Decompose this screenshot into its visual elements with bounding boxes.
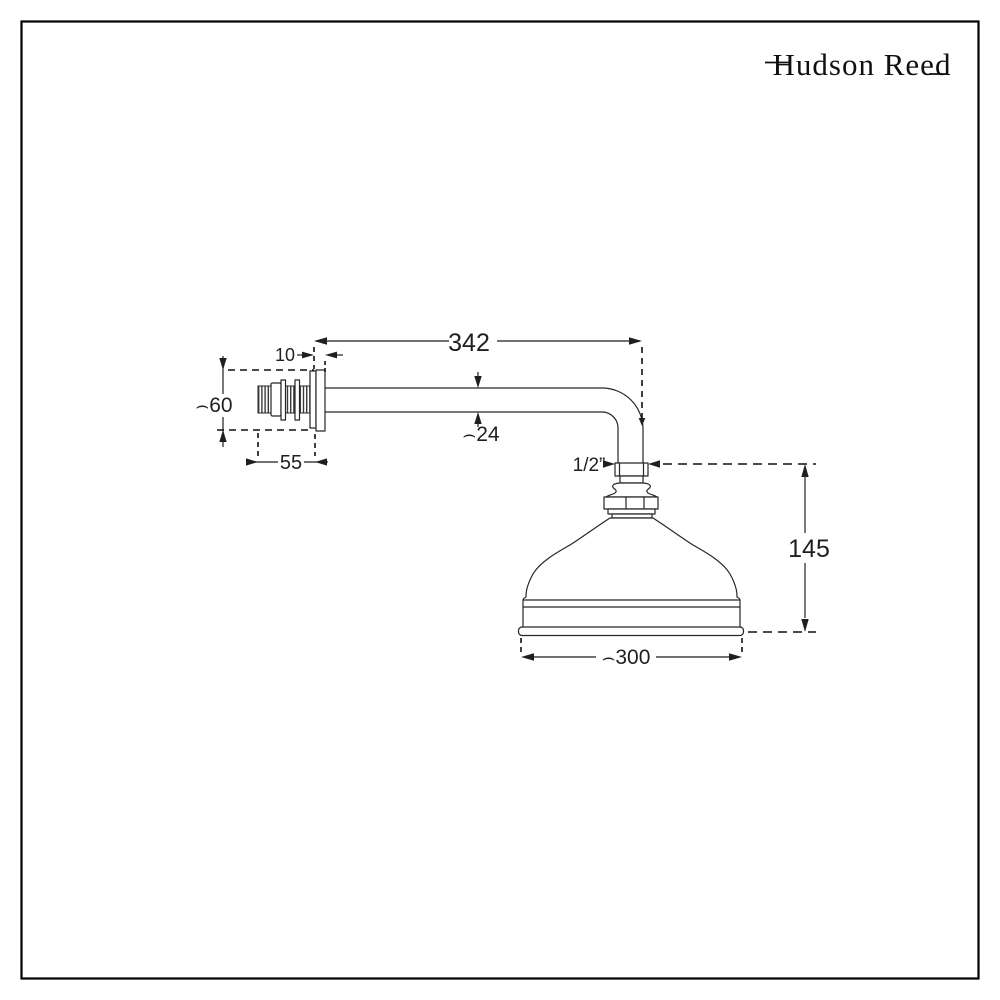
- arrow-left-icon: [315, 458, 327, 466]
- dim-head-diameter-label: ⌢300: [602, 646, 651, 669]
- dimension-head-height: 145: [748, 464, 830, 633]
- dimension-plate-thickness: 10: [275, 345, 343, 372]
- dimension-thread-size: 1/2”: [573, 455, 816, 476]
- arrow-up-icon: [474, 412, 482, 424]
- arrow-right-icon: [246, 458, 258, 466]
- connector-neck: [619, 475, 644, 484]
- washer-outer: [294, 379, 301, 421]
- page-border: [20, 20, 980, 980]
- back-plate: [309, 370, 317, 429]
- shower-arm: [324, 387, 644, 464]
- product-outline: [257, 369, 745, 637]
- arrow-right-icon: [629, 337, 642, 345]
- arrow-left-icon: [325, 351, 337, 359]
- arrow-right-icon: [729, 653, 742, 661]
- wall-flange: [315, 369, 326, 432]
- dim-thread-size-label: 1/2”: [573, 455, 606, 476]
- dimension-head-diameter: ⌢300: [520, 638, 743, 669]
- arrow-left-icon: [648, 460, 660, 468]
- dim-head-height-label: 145: [788, 535, 830, 563]
- washer-inner: [280, 379, 287, 421]
- arrow-left-icon: [314, 337, 327, 345]
- head-bottom-rim: [517, 626, 745, 637]
- dim-arm-projection-label: 342: [448, 329, 490, 357]
- dimension-plate-diameter: ⌢60: [195, 356, 314, 447]
- arrow-up-icon: [219, 430, 227, 442]
- arrow-left-icon: [521, 653, 534, 661]
- arrow-right-icon: [302, 351, 314, 359]
- arrow-up-icon: [801, 464, 809, 477]
- brand-logo-text: Hudson Reed: [773, 47, 952, 82]
- shower-head-bell: [522, 517, 741, 601]
- head-rim-band: [517, 599, 745, 637]
- arrow-right-icon: [603, 460, 615, 468]
- hex-nut: [603, 496, 659, 510]
- arrow-down-icon: [219, 358, 227, 370]
- connector-collar: [605, 482, 658, 498]
- arm-to-head-connector: [603, 462, 659, 519]
- dimension-arm-projection: 342: [313, 329, 646, 426]
- dimension-arm-diameter: ⌢24: [462, 372, 500, 446]
- arrow-down-icon: [474, 376, 482, 388]
- brand-logo: Hudson Reed: [765, 47, 952, 82]
- arrow-down-icon: [638, 418, 646, 426]
- fixing-nut: [270, 382, 282, 417]
- connector-ring: [607, 508, 656, 515]
- dim-plate-thickness-label: 10: [275, 345, 295, 365]
- dimension-fixing-length: 55: [246, 433, 328, 474]
- arrow-down-icon: [801, 619, 809, 632]
- dim-plate-diameter-label: ⌢60: [195, 394, 232, 417]
- dim-arm-diameter-label: ⌢24: [462, 423, 499, 446]
- dim-fixing-length-label: 55: [280, 452, 302, 474]
